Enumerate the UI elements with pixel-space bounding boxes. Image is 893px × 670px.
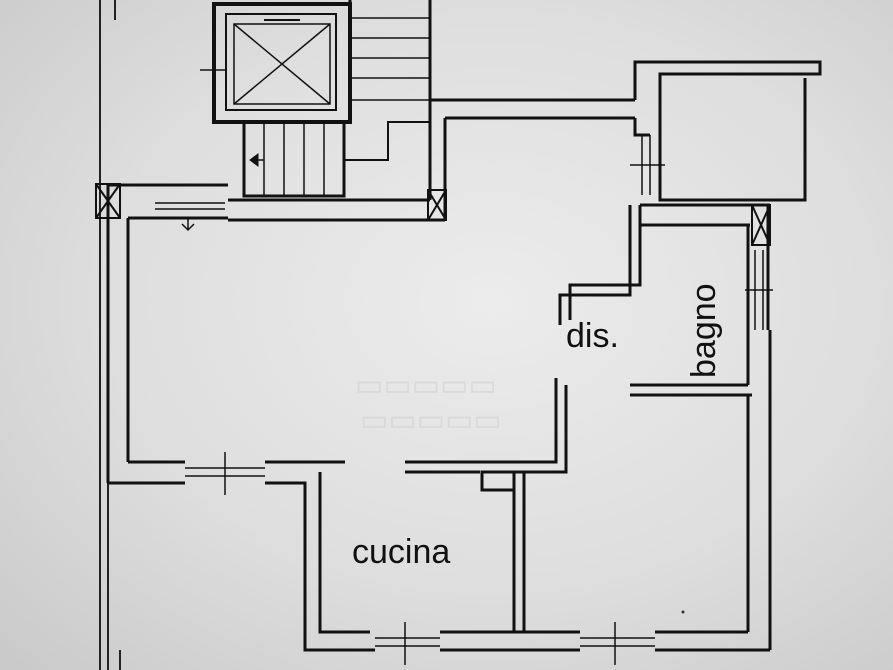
ghost-show-through: ▭▭▭▭▭ ▭▭▭▭▭ bbox=[355, 369, 502, 437]
room-label-hallway: dis. bbox=[566, 317, 619, 355]
svg-text:▭▭▭▭▭: ▭▭▭▭▭ bbox=[355, 369, 497, 402]
stairwell bbox=[200, 0, 432, 198]
columns bbox=[95, 183, 771, 246]
room-label-bathroom: bagno bbox=[685, 283, 723, 378]
walls bbox=[106, 60, 822, 652]
boundary-lines bbox=[99, 0, 121, 670]
svg-text:▭▭▭▭▭: ▭▭▭▭▭ bbox=[360, 404, 502, 437]
dot-mark bbox=[681, 610, 685, 614]
openings bbox=[155, 135, 773, 665]
room-label-kitchen: cucina bbox=[352, 533, 450, 571]
